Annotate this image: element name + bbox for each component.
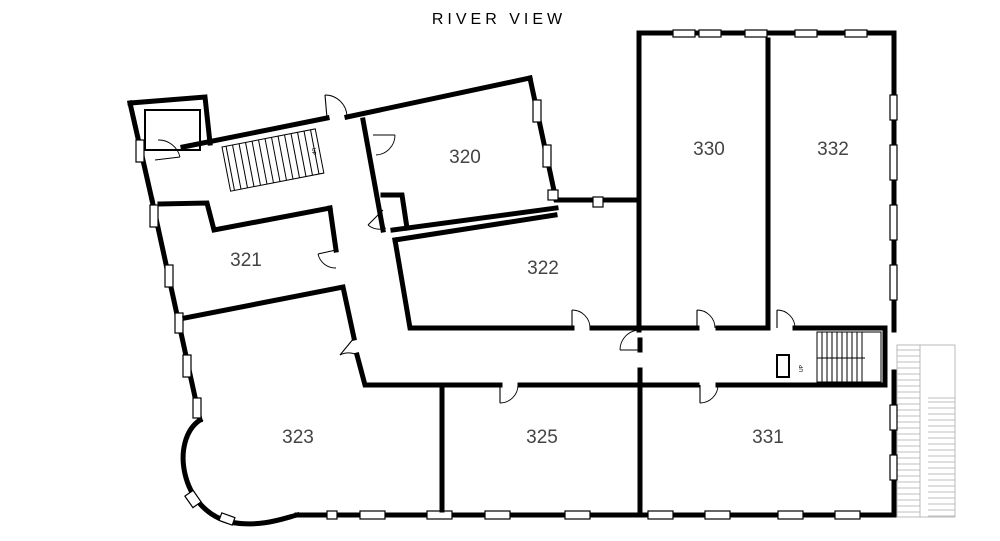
room-322-label: 322 <box>527 258 559 279</box>
stair-tread <box>258 139 268 185</box>
stair-tread <box>264 138 274 184</box>
windows <box>135 29 898 526</box>
room-332-label: 332 <box>817 139 849 160</box>
stair-tread <box>277 135 287 181</box>
doors <box>154 94 796 404</box>
river-view-heading: RIVER VIEW <box>432 11 566 28</box>
room-330-label: 330 <box>693 139 725 160</box>
interior-walls <box>157 37 888 513</box>
stair-up-mark: UP <box>799 364 805 372</box>
elevator-shaft <box>144 109 201 151</box>
stair-right: UP <box>799 331 882 383</box>
room-323-label: 323 <box>282 427 314 448</box>
outer-walls <box>127 30 897 527</box>
room-labels: 320 321 322 323 325 330 331 332 <box>230 139 849 448</box>
stair-tread <box>284 134 294 180</box>
stair-tread <box>225 145 235 191</box>
stair-tread <box>310 129 320 175</box>
stair-tread <box>238 143 248 189</box>
stair-up-mark: UP <box>310 148 316 156</box>
stair-upper-left: UP <box>221 128 325 192</box>
room-325-label: 325 <box>526 427 558 448</box>
stair-tread <box>251 140 261 186</box>
stair-tread <box>297 132 307 177</box>
stair-tread <box>245 142 255 187</box>
stair-tread <box>290 133 300 178</box>
room-331-label: 331 <box>752 427 784 448</box>
stair-tread <box>303 130 313 176</box>
room-321-label: 321 <box>230 250 262 271</box>
room-320-label: 320 <box>449 147 481 168</box>
stair-tread <box>232 144 242 190</box>
exterior-steps <box>896 344 956 518</box>
stair-tread <box>271 137 281 182</box>
